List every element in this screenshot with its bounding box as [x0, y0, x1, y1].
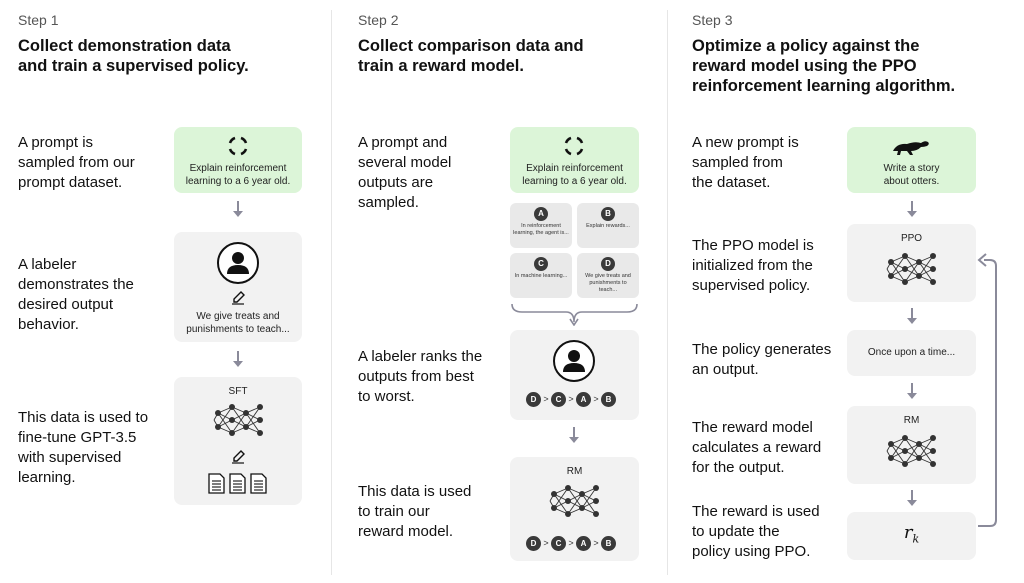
ranking-row: D>C>A>B	[526, 391, 616, 408]
pencil-icon	[232, 450, 245, 464]
ppo-model-label: PPO	[900, 233, 923, 244]
rank-badge: B	[601, 392, 616, 408]
refresh-icon	[228, 136, 248, 156]
step1-sft-box: SFT	[174, 377, 302, 505]
output-card-d: D We give treats and punishments to teac…	[577, 253, 639, 298]
rank-badge: D	[526, 536, 541, 552]
step3-rm-box: RM	[847, 406, 976, 484]
rank-badge: A	[576, 536, 591, 552]
rank-separator: >	[593, 538, 599, 549]
arrow-down-icon	[907, 308, 917, 324]
step2-ranking-box: D>C>A>B	[510, 330, 639, 420]
step3-label: Step 3	[692, 12, 733, 28]
output-text: We give treats and punishments to teach.…	[585, 273, 631, 293]
output-badge: C	[534, 257, 548, 271]
output-card-c: C In machine learning...	[510, 253, 572, 298]
rank-separator: >	[568, 538, 574, 549]
arrow-down-icon	[907, 383, 917, 399]
arrow-down-icon	[907, 490, 917, 506]
rank-badge: C	[551, 536, 566, 552]
column-divider-1	[331, 10, 332, 575]
step3-output-box: Once upon a time...	[847, 330, 976, 376]
reward-symbol: rk	[903, 522, 920, 546]
neural-net-icon	[549, 484, 599, 518]
rank-separator: >	[593, 394, 599, 405]
rm-model-label: RM	[566, 466, 583, 477]
output-badge: A	[534, 207, 548, 221]
rank-badge: D	[526, 392, 541, 408]
rank-separator: >	[543, 394, 549, 405]
step3-reward-box: rk	[847, 512, 976, 560]
step2-rm-box: RM D>C>A>B	[510, 457, 639, 561]
rank-badge: A	[576, 392, 591, 408]
output-badge: D	[601, 257, 615, 271]
rank-separator: >	[543, 538, 549, 549]
neural-net-icon	[213, 403, 263, 437]
rm-model-label: RM	[903, 415, 920, 426]
output-badge: B	[601, 207, 615, 221]
output-text: Explain rewards...	[586, 223, 630, 229]
sft-model-label: SFT	[228, 386, 248, 397]
output-card-b: B Explain rewards...	[577, 203, 639, 248]
neural-net-icon	[886, 252, 936, 286]
rank-separator: >	[568, 394, 574, 405]
labeler-icon	[553, 340, 595, 382]
column-divider-2	[667, 10, 668, 575]
pencil-icon	[232, 291, 245, 305]
arrow-down-icon	[233, 351, 243, 367]
labeler-icon	[217, 242, 259, 284]
refresh-icon	[564, 136, 584, 156]
neural-net-icon	[886, 434, 936, 468]
output-card-a: A In reinforcement learning, the agent i…	[510, 203, 572, 248]
output-text: In reinforcement learning, the agent is.…	[513, 223, 569, 236]
step3-ppo-box: PPO	[847, 224, 976, 302]
rank-badge: C	[551, 392, 566, 408]
arrow-down-icon	[569, 427, 579, 443]
curly-brace-icon	[511, 303, 638, 326]
document-icon	[208, 473, 225, 494]
policy-output-text: Once upon a time...	[867, 347, 956, 358]
rank-badge: B	[601, 536, 616, 552]
step1-label: Step 1	[18, 12, 59, 28]
document-icon	[229, 473, 246, 494]
document-icon	[250, 473, 267, 494]
feedback-loop-arrow	[977, 253, 997, 527]
ranking-row: D>C>A>B	[526, 535, 616, 552]
arrow-down-icon	[907, 201, 917, 217]
output-text: In machine learning...	[514, 273, 568, 279]
step2-label: Step 2	[358, 12, 399, 28]
arrow-down-icon	[233, 201, 243, 217]
otter-icon	[893, 141, 929, 155]
